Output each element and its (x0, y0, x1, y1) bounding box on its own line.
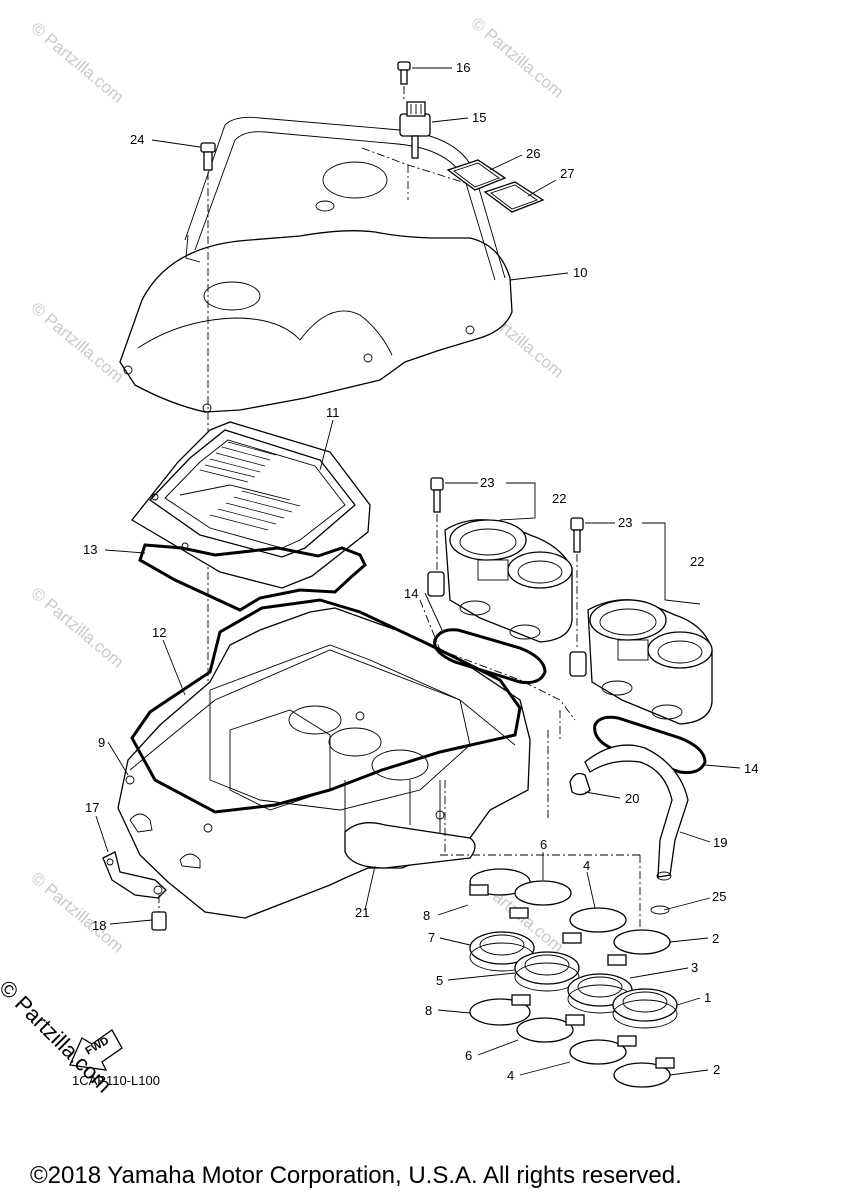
callout-16: 16 (456, 60, 470, 75)
callout-4-upper: 4 (583, 858, 590, 873)
air-box-seal-12 (130, 598, 522, 814)
callout-12: 12 (152, 625, 166, 640)
callout-26: 26 (526, 146, 540, 161)
funnel-gasket-14-lower (593, 715, 707, 774)
callout-15: 15 (472, 110, 486, 125)
clamp-screw (565, 1014, 585, 1026)
watermark: © Partzilla.com (27, 584, 127, 672)
callout-2-upper: 2 (712, 931, 719, 946)
callout-23-lower: 23 (618, 515, 632, 530)
label-plate-27 (483, 181, 545, 213)
screw-16 (397, 61, 411, 85)
clamp-screw (511, 994, 531, 1006)
screw-24 (200, 142, 216, 171)
callout-17: 17 (85, 800, 99, 815)
nut-18 (151, 911, 167, 931)
callout-19: 19 (713, 835, 727, 850)
callout-14-lower: 14 (744, 761, 758, 776)
intake-joint-7 (469, 931, 535, 972)
callout-4-lower: 4 (507, 1068, 514, 1083)
callout-27: 27 (560, 166, 574, 181)
intake-funnel-22-lower (569, 599, 713, 725)
clamp-4-upper (569, 907, 627, 933)
bolt-23-lower (570, 517, 584, 553)
clamp-6-upper (514, 880, 572, 906)
callout-8-lower: 8 (425, 1003, 432, 1018)
intake-joint-1 (612, 988, 678, 1029)
clamp-screw (607, 954, 627, 966)
hose-clamp-20 (569, 772, 591, 796)
callout-23-upper: 23 (480, 475, 494, 490)
callout-10: 10 (573, 265, 587, 280)
watermark: © Partzilla.com (467, 14, 567, 102)
bolt-23-upper (430, 477, 444, 513)
forward-arrow-icon: FWD (69, 1029, 123, 1071)
callout-22-lower: 22 (690, 554, 704, 569)
clamp-screw (562, 932, 582, 944)
breather-hose-19 (584, 744, 689, 881)
callout-8-upper: 8 (423, 908, 430, 923)
intake-funnel-22-upper (427, 519, 573, 643)
leader-lines (95, 67, 741, 1076)
clip-25 (650, 905, 670, 915)
intake-temperature-sensor-15 (399, 101, 431, 159)
callout-6-lower: 6 (465, 1048, 472, 1063)
watermark: © Partzilla.com (27, 19, 127, 107)
callout-6-upper: 6 (540, 837, 547, 852)
callout-22-upper: 22 (552, 491, 566, 506)
drawing-code: 1CAP110-L100 (72, 1073, 160, 1088)
callout-13: 13 (83, 542, 97, 557)
air-filter-element-11 (131, 421, 371, 589)
bracket-17 (102, 851, 167, 899)
callout-14-upper: 14 (404, 586, 418, 601)
callout-1: 1 (704, 990, 711, 1005)
watermark: © Partzilla.com (27, 299, 127, 387)
callout-24: 24 (130, 132, 144, 147)
callout-2-lower: 2 (713, 1062, 720, 1077)
air-box-case-9 (117, 607, 531, 919)
duct-21 (344, 822, 476, 869)
clamp-screw (617, 1035, 637, 1047)
callout-9: 9 (98, 735, 105, 750)
clamp-screw (469, 884, 489, 896)
label-plate-26 (446, 159, 507, 191)
callout-3: 3 (691, 960, 698, 975)
callout-18: 18 (92, 918, 106, 933)
air-box-cover (119, 116, 513, 413)
center-line (419, 599, 641, 940)
clamp-screw (509, 907, 529, 919)
copyright-notice: ©2018 Yamaha Motor Corporation, U.S.A. A… (30, 1162, 682, 1189)
center-line (361, 147, 473, 200)
funnel-gasket-14-upper (433, 628, 547, 684)
callout-11: 11 (326, 405, 340, 420)
air-filter-gasket-13 (138, 543, 367, 612)
callout-7: 7 (428, 930, 435, 945)
clamp-2-upper (613, 929, 671, 955)
intake-joint-5 (514, 951, 580, 992)
clamp-screw (655, 1057, 675, 1069)
callout-21: 21 (355, 905, 369, 920)
callout-numbers: 16 15 24 26 27 10 11 13 12 9 17 18 21 23… (83, 60, 758, 1083)
watermark: © Partzilla.com (27, 869, 127, 957)
callout-20: 20 (625, 791, 639, 806)
clamp-6-lower (516, 1017, 574, 1043)
callout-25: 25 (712, 889, 726, 904)
callout-5: 5 (436, 973, 443, 988)
clamp-4-lower (569, 1039, 627, 1065)
joint-clamp-group (469, 868, 678, 1088)
